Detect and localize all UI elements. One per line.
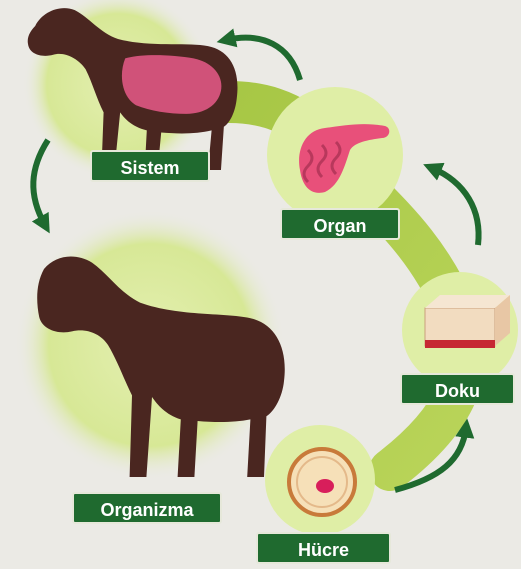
tissue-icon (425, 295, 510, 348)
arrow-organ-to-sistem (226, 38, 300, 80)
organizma-label: Organizma (72, 492, 222, 524)
organ-label: Organ (280, 208, 400, 240)
sistem-label: Sistem (90, 150, 210, 182)
arrow-doku-to-organ (432, 168, 479, 245)
cell-icon (289, 449, 355, 515)
doku-label: Doku (400, 373, 515, 405)
hucre-label: Hücre (256, 532, 391, 564)
arrow-sistem-to-organizma (33, 140, 48, 225)
